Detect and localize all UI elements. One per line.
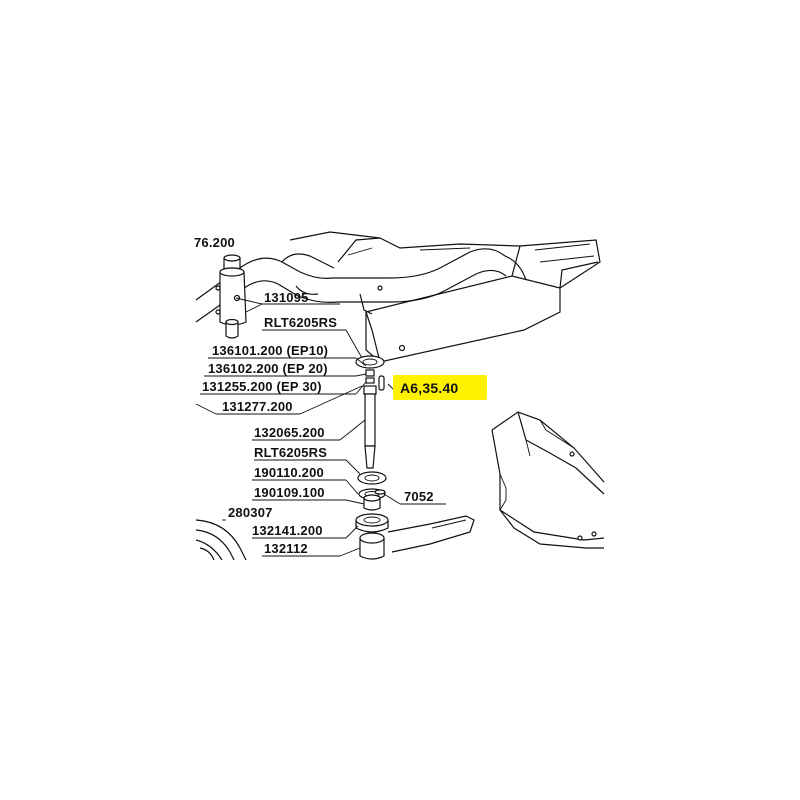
label-131255: 131255.200 (EP 30) xyxy=(202,379,322,394)
label-131095: 131095 xyxy=(264,290,309,305)
frame-tube-assembly xyxy=(195,231,601,363)
blade-fragment xyxy=(387,515,475,553)
label-132112: 132112 xyxy=(264,541,308,556)
pin-a6-35-40 xyxy=(378,375,385,391)
label-rlt6205rs-bottom: RLT6205RS xyxy=(254,445,327,460)
label-136101: 136101.200 (EP10) xyxy=(212,343,328,358)
label-partial-top: 76.200 xyxy=(194,235,235,250)
label-132065: 132065.200 xyxy=(254,425,325,440)
wheel-fragment xyxy=(195,519,247,561)
shaft xyxy=(364,393,376,447)
leader-lines xyxy=(195,297,446,557)
label-190109: 190109.100 xyxy=(254,485,325,500)
lower-bearing xyxy=(357,471,387,485)
label-136102: 136102.200 (EP 20) xyxy=(208,361,328,376)
label-rlt6205rs-top: RLT6205RS xyxy=(264,315,337,330)
upper-bearing xyxy=(355,355,385,369)
right-deck-housing xyxy=(491,411,605,549)
label-7052: 7052 xyxy=(404,489,434,504)
part-labels: 76.200 131095 RLT6205RS 136101.200 (EP10… xyxy=(194,235,458,556)
label-190110: 190110.200 xyxy=(254,465,324,480)
highlight-box xyxy=(393,375,487,400)
label-280307: 280307 xyxy=(228,505,273,520)
label-131277: 131277.200 xyxy=(222,399,293,414)
label-a6-35-40: A6,35.40 xyxy=(400,380,458,396)
left-cylinder-part xyxy=(215,254,247,339)
label-132141: 132141.200 xyxy=(252,523,323,538)
